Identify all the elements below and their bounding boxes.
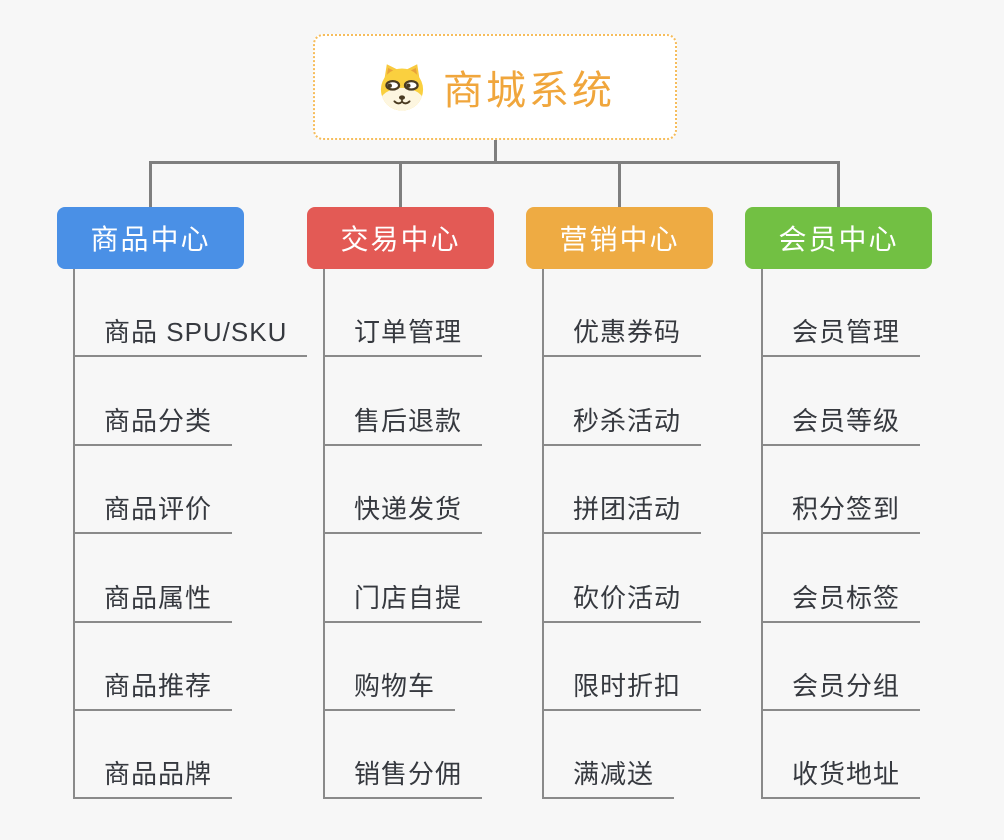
leaf-node[interactable]: 收货地址 [762, 711, 921, 800]
leaf-node[interactable]: 会员分组 [762, 623, 921, 711]
shiba-dog-icon [380, 64, 424, 111]
branch-leaf-list: 会员管理会员等级积分签到会员标签会员分组收货地址 [761, 269, 921, 800]
leaf-node[interactable]: 砍价活动 [543, 534, 702, 623]
leaf-node[interactable]: 快递发货 [324, 446, 483, 535]
leaf-node[interactable]: 商品评价 [74, 446, 233, 535]
branch-node[interactable]: 交易中心 [307, 207, 494, 269]
connector-line [837, 161, 840, 207]
branch-leaf-list: 优惠券码秒杀活动拼团活动砍价活动限时折扣满减送 [542, 269, 702, 800]
connector-line [149, 161, 840, 164]
connector-line [493, 140, 497, 164]
leaf-node[interactable]: 销售分佣 [324, 711, 483, 800]
root-node[interactable]: 商城系统 [313, 34, 677, 140]
branch-node[interactable]: 商品中心 [57, 207, 244, 269]
connector-line [399, 161, 402, 207]
leaf-node[interactable]: 商品品牌 [74, 711, 233, 800]
leaf-node[interactable]: 限时折扣 [543, 623, 702, 711]
connector-line [618, 161, 621, 207]
leaf-node[interactable]: 积分签到 [762, 446, 921, 535]
leaf-node[interactable]: 秒杀活动 [543, 357, 702, 446]
leaf-node[interactable]: 购物车 [324, 623, 456, 711]
leaf-node[interactable]: 门店自提 [324, 534, 483, 623]
leaf-node[interactable]: 会员管理 [762, 269, 921, 358]
leaf-node[interactable]: 拼团活动 [543, 446, 702, 535]
branch-node[interactable]: 营销中心 [526, 207, 713, 269]
leaf-node[interactable]: 会员标签 [762, 534, 921, 623]
leaf-node[interactable]: 商品属性 [74, 534, 233, 623]
leaf-node[interactable]: 商品分类 [74, 357, 233, 446]
branch-leaf-list: 订单管理售后退款快递发货门店自提购物车销售分佣 [323, 269, 483, 800]
leaf-node[interactable]: 满减送 [543, 711, 675, 800]
connector-line [149, 161, 152, 207]
leaf-node[interactable]: 订单管理 [324, 269, 483, 358]
leaf-node[interactable]: 会员等级 [762, 357, 921, 446]
leaf-node[interactable]: 优惠券码 [543, 269, 702, 358]
leaf-node[interactable]: 售后退款 [324, 357, 483, 446]
branch-node[interactable]: 会员中心 [745, 207, 932, 269]
branch-column: 营销中心优惠券码秒杀活动拼团活动砍价活动限时折扣满减送 [526, 207, 713, 800]
leaf-node[interactable]: 商品 SPU/SKU [74, 269, 308, 358]
branch-column: 交易中心订单管理售后退款快递发货门店自提购物车销售分佣 [307, 207, 494, 800]
branch-column: 会员中心会员管理会员等级积分签到会员标签会员分组收货地址 [745, 207, 932, 800]
leaf-node[interactable]: 商品推荐 [74, 623, 233, 711]
root-title: 商城系统 [443, 69, 615, 113]
